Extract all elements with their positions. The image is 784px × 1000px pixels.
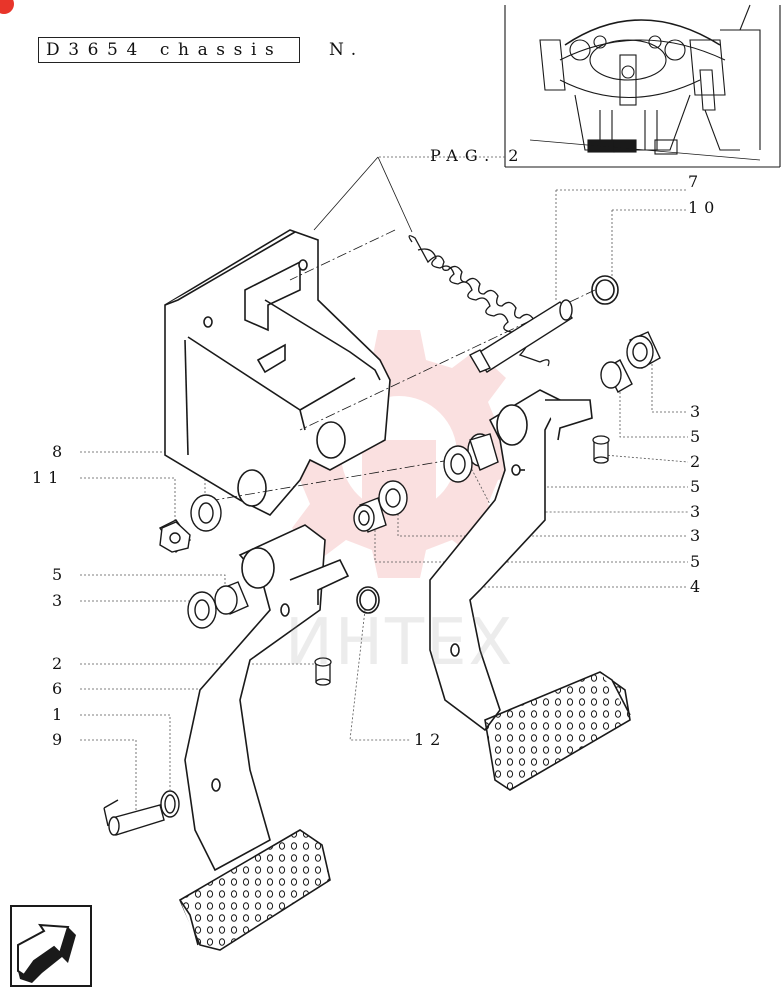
- callout-1: 1: [52, 705, 69, 724]
- callout-3: 3: [690, 502, 707, 521]
- callout-2: 2: [690, 452, 707, 471]
- callout-3: 3: [52, 591, 69, 610]
- callout-5: 5: [690, 427, 707, 446]
- callout-7: 7: [688, 172, 705, 191]
- callout-5: 5: [52, 565, 69, 584]
- callout-5: 5: [690, 477, 707, 496]
- return-spring: [408, 235, 550, 367]
- seal-12: [356, 586, 380, 614]
- callout-3: 3: [690, 402, 707, 421]
- bushing-set-left: [158, 494, 249, 629]
- pedal-shaft: [469, 299, 574, 373]
- callout-9: 9: [52, 730, 69, 749]
- callout-12: 12: [414, 730, 447, 749]
- pedal-bracket: [164, 229, 391, 516]
- bushing-set-right: [353, 331, 661, 533]
- model-suffix: N.: [329, 40, 365, 60]
- left-pedal-lever: [178, 524, 350, 951]
- page-reference: PAG. 2: [430, 146, 526, 165]
- right-pedal-lever: [429, 389, 631, 791]
- pin-and-clip: [103, 790, 180, 836]
- grease-nipple-right: [592, 435, 610, 464]
- model-box: [38, 37, 300, 63]
- callout-10: 10: [688, 198, 721, 217]
- circlip-10: [591, 275, 619, 305]
- callout-4: 4: [690, 577, 707, 596]
- model-label: D3654 chassis: [46, 40, 283, 60]
- red-dot-icon: [0, 0, 14, 14]
- watermark-text: ИНТЕХ: [285, 606, 515, 680]
- callout-6: 6: [52, 679, 69, 698]
- callout-3: 3: [690, 526, 707, 545]
- cab-reference-inset: [504, 4, 781, 168]
- callout-11: 11: [32, 468, 65, 487]
- page-turn-arrow-icon[interactable]: [10, 905, 92, 987]
- callout-8: 8: [52, 442, 69, 461]
- callout-5: 5: [690, 552, 707, 571]
- grease-nipple-left: [314, 657, 332, 686]
- callout-2: 2: [52, 654, 69, 673]
